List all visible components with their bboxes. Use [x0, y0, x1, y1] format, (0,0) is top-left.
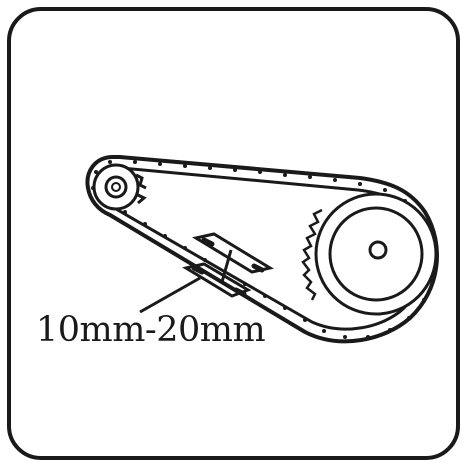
chain-links-lower — [123, 210, 307, 322]
small-sprocket-icon — [92, 163, 147, 211]
large-sprocket-icon — [301, 192, 438, 316]
chain-slack-marker — [139, 232, 274, 314]
slack-measurement-label: 10mm-20mm — [36, 310, 266, 350]
sprocket-teeth — [301, 208, 323, 301]
frame-border — [7, 7, 460, 460]
